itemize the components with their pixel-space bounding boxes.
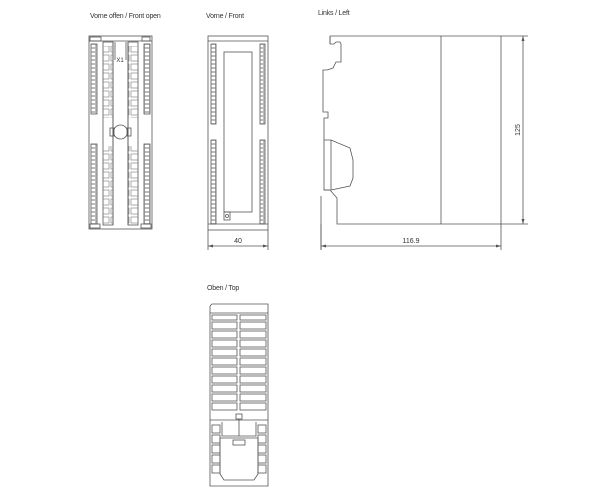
dimension-depth: 116.9 — [403, 238, 420, 245]
front-view — [207, 35, 269, 250]
left-view — [320, 35, 528, 250]
connector-label-x1: X1 — [116, 58, 124, 64]
dimension-height: 125 — [515, 124, 522, 136]
view-title-top: Oben / Top — [207, 285, 240, 292]
view-title-front: Vorne / Front — [206, 13, 244, 20]
top-view — [209, 303, 269, 487]
view-title-left: Links / Left — [318, 10, 350, 17]
view-title-front-open: Vorne offen / Front open — [90, 13, 161, 20]
front-open-view — [88, 35, 153, 230]
dimension-width: 40 — [234, 238, 242, 245]
